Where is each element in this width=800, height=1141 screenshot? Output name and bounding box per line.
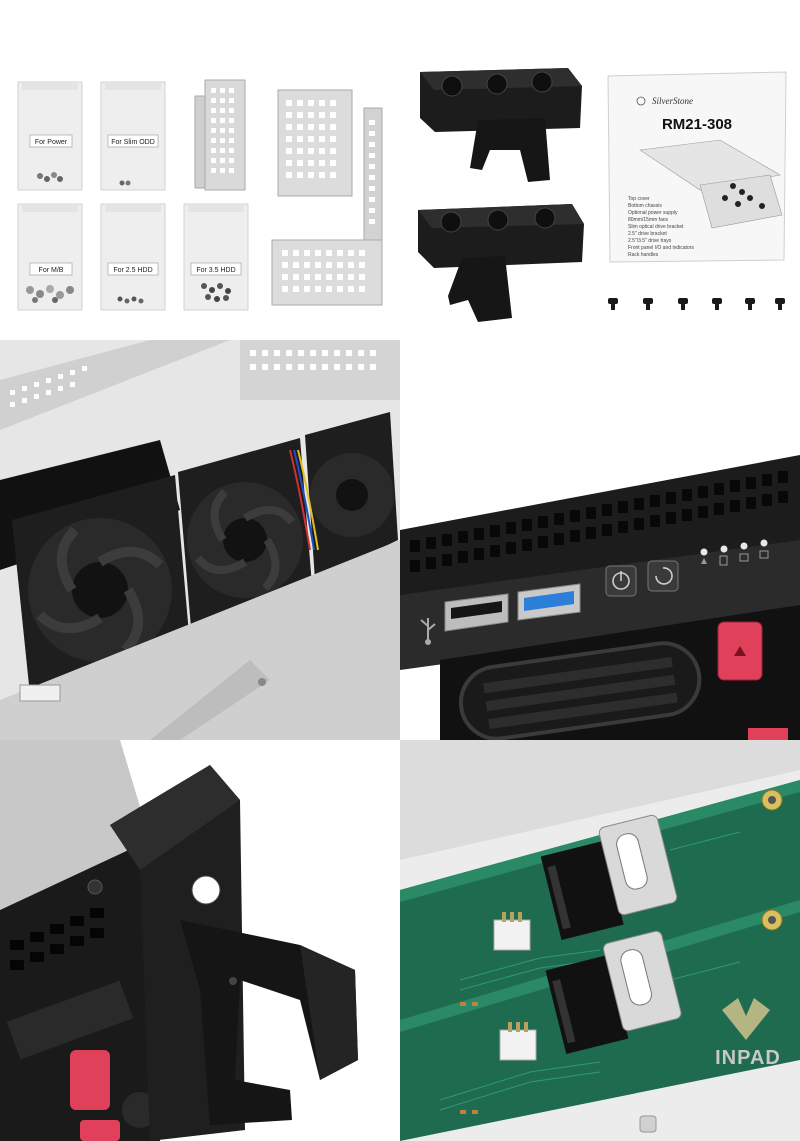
fan-1	[12, 475, 190, 695]
bag-label-mb: For M/B	[39, 267, 64, 274]
user-manual: SilverStone RM21-308 Top cover Bottom ch…	[607, 71, 787, 263]
rack-handle-bottom	[418, 204, 584, 322]
manual-item-3: Optional power supply	[628, 210, 678, 216]
rack-screws	[608, 298, 785, 310]
manual-item-4: 80mm/15mm fans	[628, 217, 669, 223]
screw-bag-power: For Power	[17, 81, 83, 191]
rack-handle-panel	[0, 740, 400, 1141]
manual-item-8: Front panel I/O and indicators	[628, 245, 694, 251]
rack-handle-closeup	[87, 765, 358, 1141]
usb-icon	[420, 618, 436, 645]
power-header-1	[493, 912, 531, 951]
front-io-panel	[400, 340, 800, 740]
fan-3	[305, 412, 398, 580]
manual-item-9: Rack handles	[628, 252, 659, 258]
inpad-logo-icon	[722, 998, 770, 1040]
screw-bag-25-hdd: For 2.5 HDD	[100, 203, 166, 311]
manual-item-6: 2.5" drive bracket	[628, 231, 667, 237]
inpad-watermark: INPAD	[715, 998, 781, 1069]
fan-wall-panel	[0, 340, 400, 740]
manual-item-7: 2.5"/3.5" drive trays	[628, 238, 672, 244]
power-button[interactable]	[605, 565, 637, 597]
reset-icon	[655, 567, 673, 585]
drive-tray-1[interactable]	[456, 639, 704, 740]
minisas-connector-2	[545, 930, 682, 1054]
silverstone-logo-icon	[636, 96, 646, 106]
drive-bracket-25	[277, 89, 353, 197]
power-header-2	[499, 1022, 537, 1061]
bag-label-25-hdd: For 2.5 HDD	[113, 267, 152, 274]
usb2-port[interactable]	[444, 593, 509, 632]
screw-bag-slim-odd: For Slim ODD	[100, 81, 166, 191]
manual-item-1: Top cover	[628, 196, 650, 202]
status-leds	[700, 539, 769, 566]
manual-brand: SilverStone	[652, 96, 693, 106]
slim-odd-bracket	[194, 79, 246, 191]
hdd-led-icon	[719, 555, 728, 566]
backplane-panel: INPAD	[400, 740, 800, 1141]
manual-item-5: Slim optical drive bracket	[628, 224, 684, 230]
lan-icon	[739, 550, 769, 562]
bag-label-power: For Power	[35, 139, 68, 146]
bag-label-35-hdd: For 3.5 HDD	[196, 267, 235, 274]
manual-item-2: Bottom chassis	[628, 203, 662, 209]
manual-model: RM21-308	[662, 116, 732, 133]
screw-bag-mb: For M/B	[17, 203, 83, 311]
reset-button[interactable]	[647, 560, 679, 592]
watermark-text: INPAD	[715, 1047, 781, 1069]
drive-bracket-l-shape	[271, 107, 383, 306]
rack-handle-top	[420, 68, 582, 182]
screw-bag-35-hdd: For 3.5 HDD	[183, 203, 249, 311]
power-led-icon	[701, 558, 707, 564]
minisas-connector-1	[540, 814, 678, 940]
accessories-panel: For Power For Slim ODD For M/B For 2.5 H…	[0, 0, 800, 340]
release-button[interactable]	[717, 621, 763, 681]
usb3-port[interactable]	[517, 583, 581, 621]
bag-label-slim-odd: For Slim ODD	[111, 139, 155, 146]
